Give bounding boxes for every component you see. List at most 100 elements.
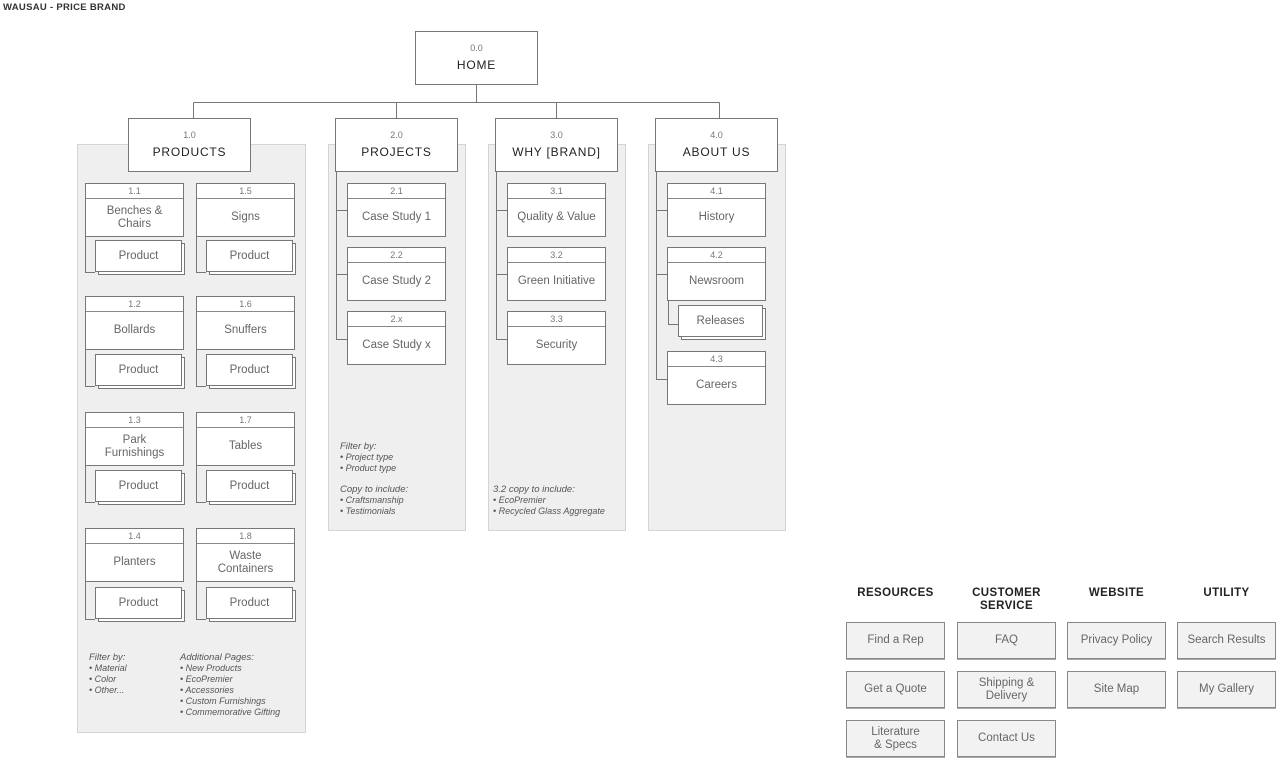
page-green-initiative: 3.2 Green Initiative [507, 247, 606, 301]
page-label: Case Study x [362, 339, 431, 351]
page-case-study-2: 2.2 Case Study 2 [347, 247, 446, 301]
note-heading: 3.2 copy to include: [493, 484, 575, 495]
products-filter-note: Filter by: Material Color Other... [89, 652, 127, 696]
page-careers: 4.3 Careers [667, 351, 766, 405]
home-label: HOME [456, 58, 497, 72]
my-gallery-page: My Gallery [1177, 671, 1276, 708]
page-waste-containers: 1.8 Waste Containers [196, 528, 295, 582]
website-heading: WEBSITE [1088, 587, 1145, 599]
section-number: 3.0 [550, 130, 563, 140]
page-number: 1.6 [239, 299, 252, 309]
page-quality-value: 3.1 Quality & Value [507, 183, 606, 237]
section-label: WHY [BRAND] [512, 145, 601, 159]
projects-filter-note: Filter by: Project type Product type [340, 441, 396, 474]
page-number: 2.1 [390, 186, 403, 196]
section-products: 1.0 PRODUCTS [128, 118, 251, 172]
page-label: Newsroom [689, 275, 744, 287]
note-item: Testimonials [340, 506, 408, 517]
note-item: Accessories [180, 685, 280, 696]
page-number: 4.1 [710, 186, 723, 196]
page-label: Security [535, 339, 578, 351]
resources-heading: RESOURCES [857, 587, 934, 599]
page-label: History [698, 211, 735, 223]
home-node: 0.0 HOME [415, 31, 538, 85]
note-heading: Copy to include: [340, 484, 409, 495]
page-title: WAUSAU - PRICE BRAND [3, 2, 126, 13]
note-item: Recycled Glass Aggregate [493, 506, 605, 517]
note-item: Craftsmanship [340, 495, 408, 506]
find-a-rep-page: Find a Rep [846, 622, 945, 659]
page-number: 1.2 [128, 299, 141, 309]
page-label: Green Initiative [517, 275, 596, 287]
product-page: Product [95, 240, 182, 272]
search-results-page: Search Results [1177, 622, 1276, 659]
product-page: Product [95, 470, 182, 502]
page-case-study-1: 2.1 Case Study 1 [347, 183, 446, 237]
page-number: 3.1 [550, 186, 563, 196]
shipping-delivery-page: Shipping & Delivery [957, 671, 1056, 708]
section-label: ABOUT US [682, 145, 751, 159]
section-number: 1.0 [183, 130, 196, 140]
section-projects: 2.0 PROJECTS [335, 118, 458, 172]
note-item: Product type [340, 463, 397, 474]
section-number: 2.0 [390, 130, 403, 140]
home-number: 0.0 [470, 43, 483, 53]
product-page: Product [95, 587, 182, 619]
page-snuffers: 1.6 Snuffers [196, 296, 295, 350]
page-number: 1.8 [239, 531, 252, 541]
page-number: 3.2 [550, 250, 563, 260]
page-number: 3.3 [550, 314, 563, 324]
note-item: Color [89, 674, 127, 685]
product-page: Product [206, 240, 293, 272]
note-item: New Products [180, 663, 280, 674]
page-label: Snuffers [224, 324, 267, 336]
literature-specs-page: Literature & Specs [846, 720, 945, 757]
page-number: 2.2 [390, 250, 403, 260]
product-page: Product [206, 587, 293, 619]
page-label: Case Study 2 [361, 275, 432, 287]
product-page: Product [206, 470, 293, 502]
faq-page: FAQ [957, 622, 1056, 659]
page-number: 1.1 [128, 186, 141, 196]
page-label: Park Furnishings [104, 433, 165, 459]
page-case-study-x: 2.x Case Study x [347, 311, 446, 365]
note-heading: Filter by: [89, 652, 126, 663]
section-why-brand: 3.0 WHY [BRAND] [495, 118, 618, 172]
projects-copy-note: Copy to include: Craftsmanship Testimoni… [340, 484, 408, 517]
page-number: 1.7 [239, 415, 252, 425]
privacy-policy-page: Privacy Policy [1067, 622, 1166, 659]
page-history: 4.1 History [667, 183, 766, 237]
note-item: EcoPremier [493, 495, 605, 506]
page-number: 2.x [390, 314, 403, 324]
page-label: Tables [228, 440, 263, 452]
note-item: Commemorative Gifting [180, 707, 281, 718]
page-label: Signs [231, 211, 260, 223]
page-label: Careers [696, 379, 737, 391]
page-number: 4.3 [710, 354, 723, 364]
page-signs: 1.5 Signs [196, 183, 295, 237]
page-label: Planters [113, 556, 156, 568]
contact-us-page: Contact Us [957, 720, 1056, 757]
page-label: Case Study 1 [361, 211, 432, 223]
page-label: Waste Containers [217, 549, 274, 575]
page-number: 1.3 [128, 415, 141, 425]
section-label: PRODUCTS [152, 145, 227, 159]
page-label: Quality & Value [517, 211, 596, 223]
page-planters: 1.4 Planters [85, 528, 184, 582]
note-item: EcoPremier [180, 674, 280, 685]
page-bollards: 1.2 Bollards [85, 296, 184, 350]
note-heading: Additional Pages: [180, 652, 254, 663]
section-number: 4.0 [710, 130, 723, 140]
page-number: 1.4 [128, 531, 141, 541]
get-a-quote-page: Get a Quote [846, 671, 945, 708]
page-security: 3.3 Security [507, 311, 606, 365]
page-park-furnishings: 1.3 Park Furnishings [85, 412, 184, 466]
products-additional-pages-note: Additional Pages: New Products EcoPremie… [180, 652, 280, 718]
section-about-us: 4.0 ABOUT US [655, 118, 778, 172]
note-heading: Filter by: [340, 441, 377, 452]
page-newsroom: 4.2 Newsroom [667, 247, 766, 301]
releases-page: Releases [678, 305, 763, 337]
section-label: PROJECTS [361, 145, 432, 159]
note-item: Custom Furnishings [180, 696, 280, 707]
